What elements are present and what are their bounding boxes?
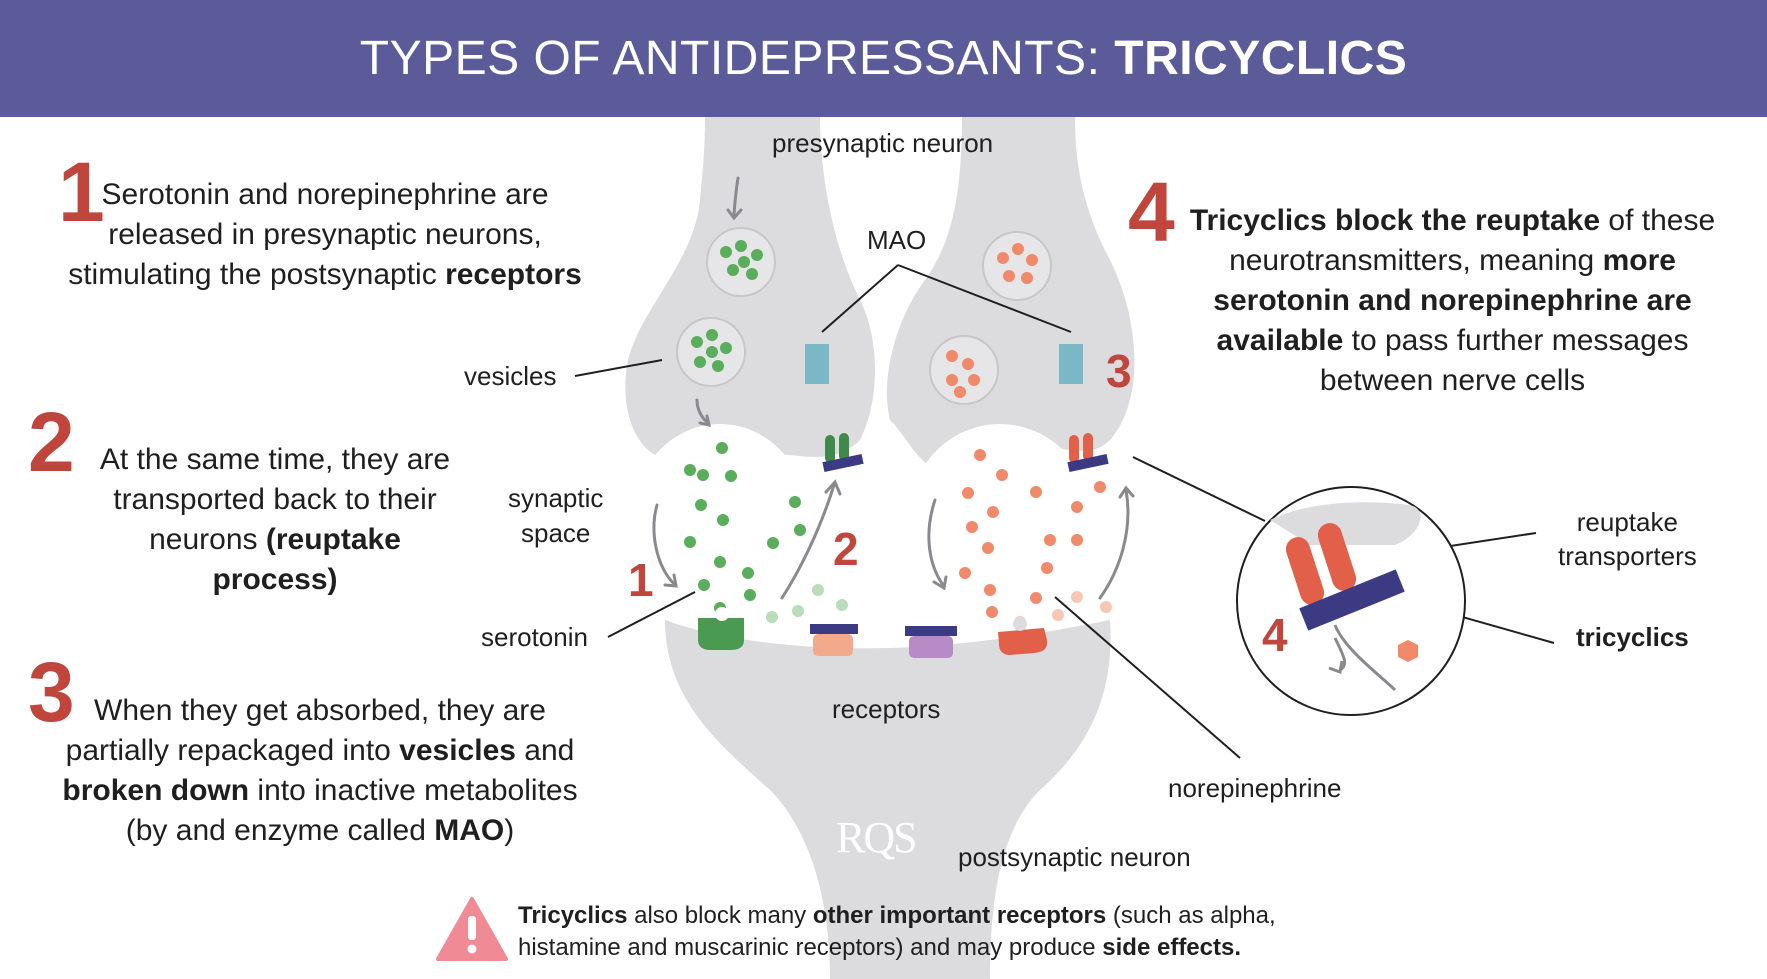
vesicle-left-top — [706, 227, 776, 297]
zoom-circle — [1236, 486, 1466, 716]
title-bold: TRICYCLICS — [1114, 32, 1408, 85]
vesicle-right-bottom — [929, 335, 999, 405]
mao-enzyme-right — [1059, 344, 1083, 384]
step-2-text: At the same time, they are transported b… — [99, 443, 451, 596]
label-presynaptic-neuron: presynaptic neuron — [772, 128, 994, 158]
title-regular: TYPES OF ANTIDEPRESSANTS: — [359, 32, 1115, 85]
serotonin-molecules — [684, 442, 806, 614]
marker-4: 4 — [1262, 609, 1288, 661]
marker-1: 1 — [628, 554, 654, 606]
label-synaptic-space: synaptic space — [508, 483, 604, 548]
step-4-number: 4 — [1128, 165, 1175, 259]
label-norepinephrine: norepinephrine — [1168, 773, 1342, 803]
transporter-right — [1067, 433, 1109, 473]
vesicle-left-bottom — [676, 317, 746, 387]
label-receptors: receptors — [832, 694, 941, 724]
marker-3: 3 — [1106, 345, 1132, 397]
rqs-logo: RQS — [836, 813, 918, 862]
transporter-left — [822, 433, 864, 473]
norepinephrine-molecules — [959, 449, 1106, 618]
label-postsynaptic-neuron: postsynaptic neuron — [958, 842, 1191, 872]
mao-enzyme-left — [805, 344, 829, 384]
footnote-side-effects: Tricyclics also block many other importa… — [518, 902, 1276, 961]
serotonin-faded — [766, 584, 848, 623]
label-reuptake-transporters: reuptake transporters — [1558, 507, 1697, 571]
step-1-text: Serotonin and norepinephrine are release… — [68, 178, 582, 291]
receptor-peach — [810, 624, 858, 656]
step-1-number: 1 — [58, 145, 105, 239]
header-banner: TYPES OF ANTIDEPRESSANTS: TRICYCLICS — [0, 0, 1767, 117]
postsynaptic-neuron — [665, 620, 1111, 979]
step-3-text: When they get absorbed, they are partial… — [62, 694, 578, 847]
page-title: TYPES OF ANTIDEPRESSANTS: TRICYCLICS — [360, 31, 1408, 86]
label-tricyclics: tricyclics — [1576, 622, 1689, 652]
vesicle-right-top — [982, 231, 1052, 301]
receptor-green — [698, 607, 744, 650]
step-3-number: 3 — [28, 645, 75, 739]
receptor-purple — [905, 626, 957, 658]
label-vesicles: vesicles — [464, 361, 557, 391]
label-mao: MAO — [867, 225, 927, 255]
warning-icon — [436, 897, 508, 961]
step-2-number: 2 — [28, 395, 75, 489]
release-zone-right — [908, 424, 1092, 616]
marker-2: 2 — [833, 523, 859, 575]
step-4-text: Tricyclics block the reuptake of these n… — [1189, 204, 1716, 397]
label-serotonin: serotonin — [481, 622, 588, 652]
flow-arrows — [652, 176, 1135, 600]
receptor-red — [998, 617, 1048, 655]
